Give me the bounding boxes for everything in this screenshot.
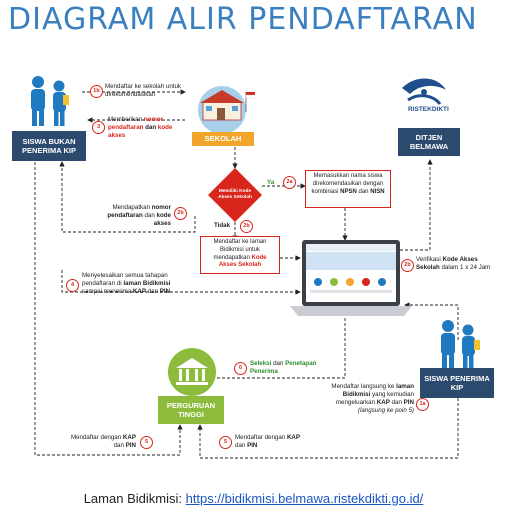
yes-label: Ya [267, 179, 275, 186]
step-2a-badge: 2a [283, 176, 296, 189]
step-6-text: Seleksi dan Penetapan Penerima [250, 360, 317, 376]
arrow-laptop-to-ditjen [400, 159, 433, 251]
arrow-laptop-to-pt [209, 318, 346, 381]
step-2b-mid-box: Mendaftar ke laman Bidikmisi untuk menda… [200, 236, 280, 274]
step-1b-text: Mendaftar ke sekolah untuk direkomendasi… [105, 83, 182, 99]
arrow-kip-to-laptop [404, 302, 459, 340]
footer-label: Laman Bidikmisi: [83, 491, 182, 506]
ristekdikti-logo-text: RISTEKDIKTI [408, 106, 449, 113]
bidikmisi-link[interactable]: https://bidikmisi.belmawa.ristekdikti.go… [185, 491, 424, 506]
student-kip-icon [441, 320, 480, 368]
step-1a-text: Mendaftar langsung ke laman Bidikmisi ya… [331, 383, 414, 415]
step-3-text: Memberikan nomor pendaftaran dan kode ak… [108, 116, 173, 140]
step-5-left-badge: 5 [140, 436, 153, 449]
ristekdikti-logo-icon [402, 78, 446, 105]
no-label: Tidak [214, 222, 231, 229]
arrow-2b-left-to-siswa [59, 161, 196, 233]
step-4-text: Menyelesaikan semua tahapan pendaftaran … [82, 272, 171, 296]
arrow-siswa-to-pt [34, 162, 183, 456]
perguruan-tinggi-box: PERGURUAN TINGGI [158, 396, 224, 424]
diagram-title: DIAGRAM ALIR PENDAFTARAN [8, 2, 478, 37]
student-group-icon [31, 76, 69, 126]
step-6-badge: 6 [234, 362, 247, 375]
arrow-4-to-laptop [61, 270, 301, 295]
step-3-badge: 3 [92, 121, 105, 134]
step-5-right-text: Mendaftar dengan KAP dan PIN [235, 434, 301, 450]
decision-diamond [208, 168, 262, 222]
laptop-icon [290, 240, 412, 316]
step-2b-mid-badge: 2b [240, 220, 253, 233]
step-1a-badge: 1a [416, 398, 429, 411]
ditjen-belmawa-box: DITJEN BELMAWA [398, 128, 460, 156]
step-2b-right-badge: 2b [401, 259, 414, 272]
siswa-bukan-kip-box: SISWA BUKAN PENERIMA KIP [12, 131, 86, 161]
decision-label: Memiliki Kode Akses Sekolah [218, 189, 252, 200]
step-5-left-text: Mendaftar dengan KAP dan PIN [70, 434, 136, 450]
step-5-right-badge: 5 [219, 436, 232, 449]
university-building-icon [168, 348, 216, 396]
siswa-kip-box: SISWA PENERIMA KIP [420, 368, 494, 398]
step-2b-left-badge: 2b [174, 207, 187, 220]
sekolah-box: SEKOLAH [192, 132, 254, 146]
step-1b-badge: 1b [90, 85, 103, 98]
step-2b-left-text: Mendapatkan nomor pendaftaran dan kode a… [107, 204, 171, 228]
arrow-kip-to-pt [197, 398, 459, 459]
step-4-badge: 4 [66, 279, 79, 292]
step-2b-right-text: Verifikasi Kode Akses Sekolah dalam 1 x … [416, 256, 491, 272]
step-2a-box: Memasukkan nama siswa direkomendasikan d… [305, 170, 391, 208]
footer: Laman Bidikmisi: https://bidikmisi.belma… [0, 491, 507, 506]
school-building-icon [198, 86, 256, 134]
